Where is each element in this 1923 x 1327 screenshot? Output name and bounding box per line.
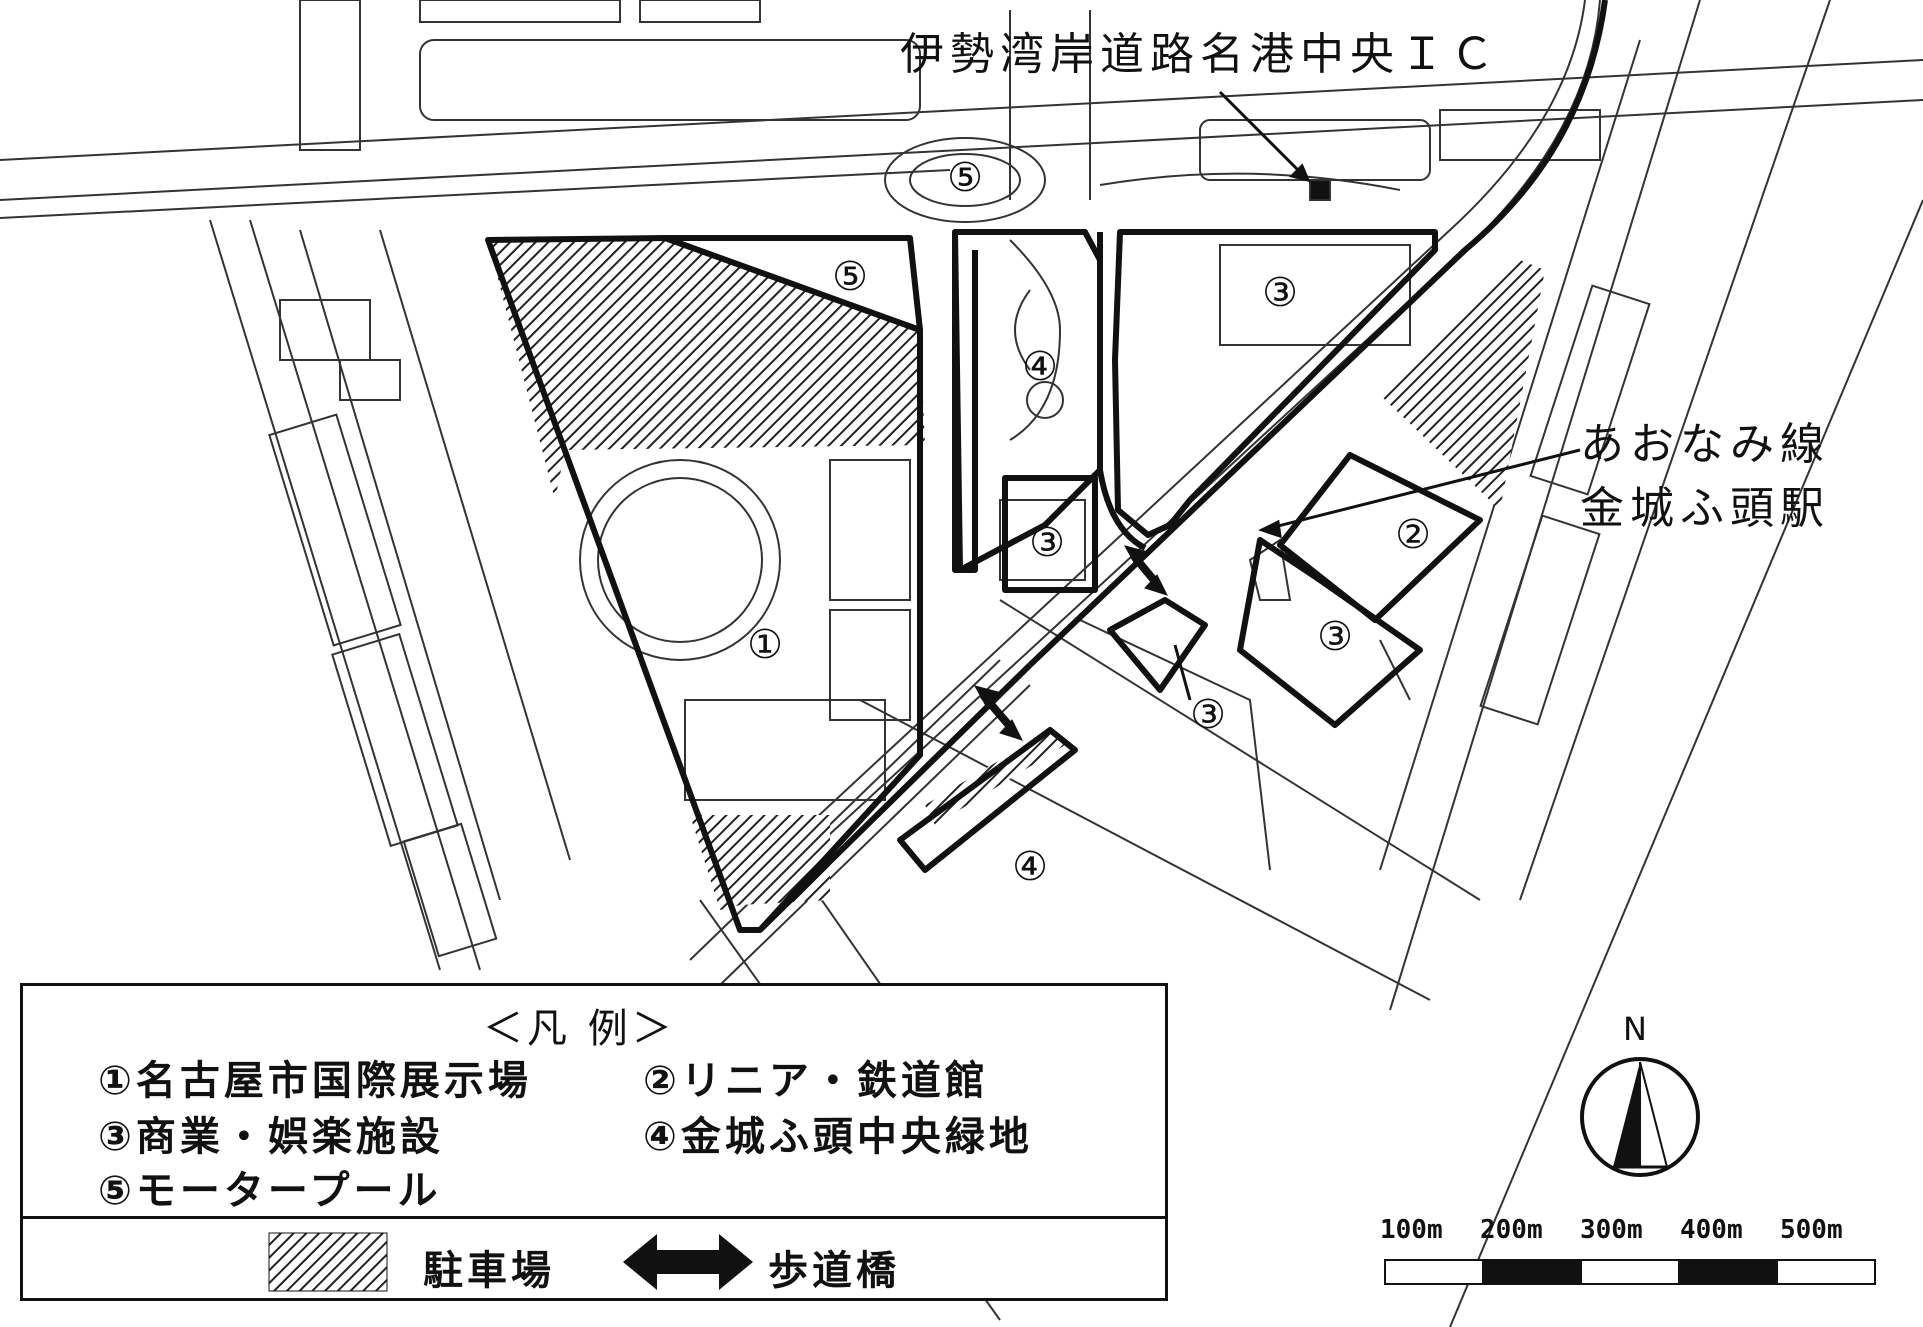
leader-arrows (1173, 90, 1581, 701)
legend-bridge: 歩道橋 (768, 1248, 900, 1294)
marker-commercial-1: ③ (1262, 270, 1298, 316)
bridge-arrow-icon (623, 1234, 753, 1290)
facility-details (579, 239, 1411, 801)
legend-divider (23, 1216, 1165, 1219)
station-line-label: あおなみ線 (1580, 419, 1830, 470)
marker-commercial-2: ③ (1029, 520, 1065, 566)
scale-segment-4 (1678, 1259, 1778, 1285)
legend-box: ＜凡 例＞ ①名古屋市国際展示場 ②リニア・鉄道館 ③商業・娯楽施設 ④金城ふ頭… (20, 983, 1168, 1301)
legend-item-motor-pool: ⑤モータープール (98, 1168, 442, 1214)
north-compass: N (1575, 1010, 1705, 1190)
marker-motor-pool-2: ⑤ (832, 254, 868, 300)
station-name-label: 金城ふ頭駅 (1580, 483, 1830, 534)
legend-item-commercial: ③商業・娯楽施設 (98, 1114, 444, 1160)
marker-exhibition-hall: ① (747, 622, 783, 668)
scale-tick-100: 100m (1380, 1215, 1443, 1245)
interchange (884, 137, 1401, 223)
pedestrian-bridges (974, 545, 1168, 741)
marker-commercial-3: ③ (1317, 614, 1353, 660)
legend-item-park: ④金城ふ頭中央緑地 (643, 1114, 1033, 1160)
legend-parking: 駐車場 (423, 1248, 555, 1294)
scale-segment-5 (1776, 1259, 1876, 1285)
marker-motor-pool-1: ⑤ (947, 155, 983, 201)
ic-label: 伊勢湾岸道路名港中央ＩＣ (900, 29, 1500, 80)
scale-segment-3 (1580, 1259, 1680, 1285)
parking-swatch (268, 1232, 388, 1292)
marker-commercial-4: ③ (1190, 692, 1226, 738)
scale-tick-500: 500m (1780, 1215, 1843, 1245)
scale-tick-300: 300m (1580, 1215, 1643, 1245)
facility-boundaries (485, 0, 1608, 933)
scale-segment-1 (1384, 1259, 1484, 1285)
north-label: N (1623, 1010, 1647, 1048)
scale-tick-400: 400m (1680, 1215, 1743, 1245)
legend-title: ＜凡 例＞ (483, 1006, 676, 1052)
marker-railway-museum: ② (1395, 512, 1431, 558)
legend-item-railway: ②リニア・鉄道館 (643, 1058, 989, 1104)
parking-areas (488, 238, 1545, 910)
marker-park-1: ④ (1022, 344, 1058, 390)
marker-park-2: ④ (1012, 844, 1048, 890)
scale-segment-2 (1482, 1259, 1582, 1285)
scale-bar: 100m 200m 300m 400m 500m (1380, 1215, 1880, 1285)
legend-item-exhibition: ①名古屋市国際展示場 (98, 1058, 532, 1104)
compass-icon (1580, 1057, 1700, 1177)
scale-tick-200: 200m (1480, 1215, 1543, 1245)
